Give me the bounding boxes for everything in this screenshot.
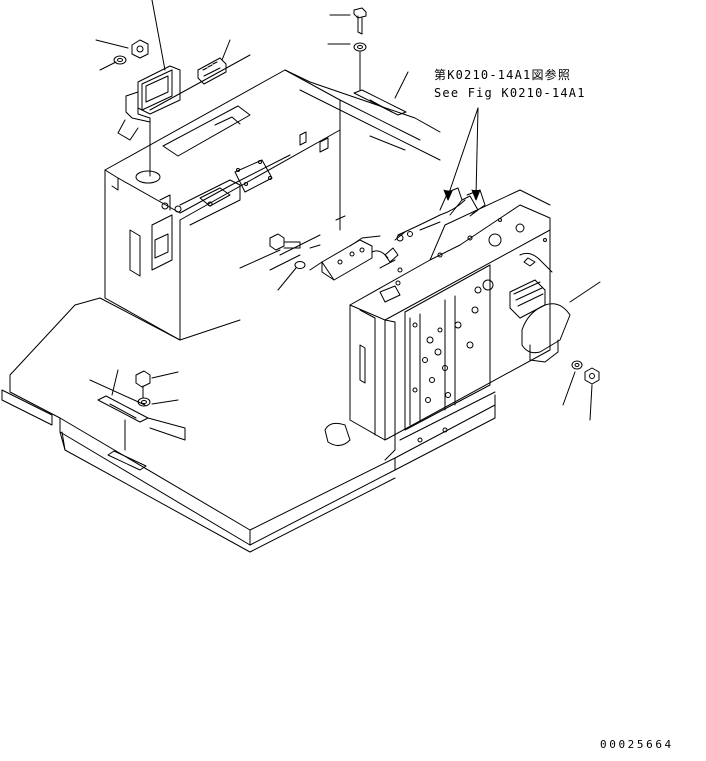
reference-note-japanese: 第K0210-14A1図参照: [434, 68, 572, 82]
reference-leaders: [444, 108, 480, 200]
drawing-number: 00025664: [600, 738, 674, 751]
exploded-parts-lower-left: [60, 370, 185, 470]
left-console: [105, 55, 440, 340]
floor-plate: [2, 298, 495, 552]
reference-note-english: See Fig K0210-14A1: [434, 86, 586, 100]
exploded-parts-right: [510, 260, 600, 420]
right-console: [325, 190, 550, 460]
switch-bracket: [310, 216, 388, 280]
exploded-parts-middle: [240, 234, 320, 290]
exploded-parts-upper-left: [96, 0, 230, 176]
exploded-parts-top: [328, 8, 408, 150]
